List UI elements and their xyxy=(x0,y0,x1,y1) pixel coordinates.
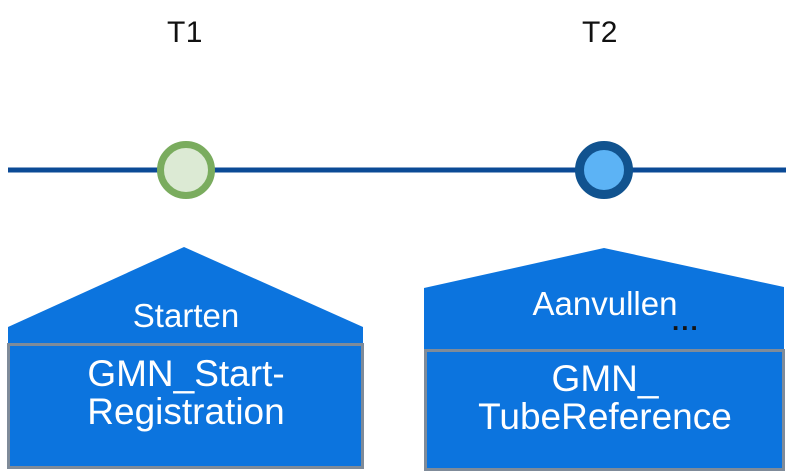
timeline-marker-t2[interactable] xyxy=(575,141,633,199)
node-body-start-registration[interactable] xyxy=(7,343,364,469)
node-body-tube-reference[interactable] xyxy=(424,349,785,471)
timeline-marker-t1[interactable] xyxy=(157,141,215,199)
timeline-tick-label-t2: T2 xyxy=(581,16,618,49)
continuation-ellipsis-mark: ... xyxy=(672,306,700,336)
timeline-tick-label-t1: T1 xyxy=(166,16,203,49)
